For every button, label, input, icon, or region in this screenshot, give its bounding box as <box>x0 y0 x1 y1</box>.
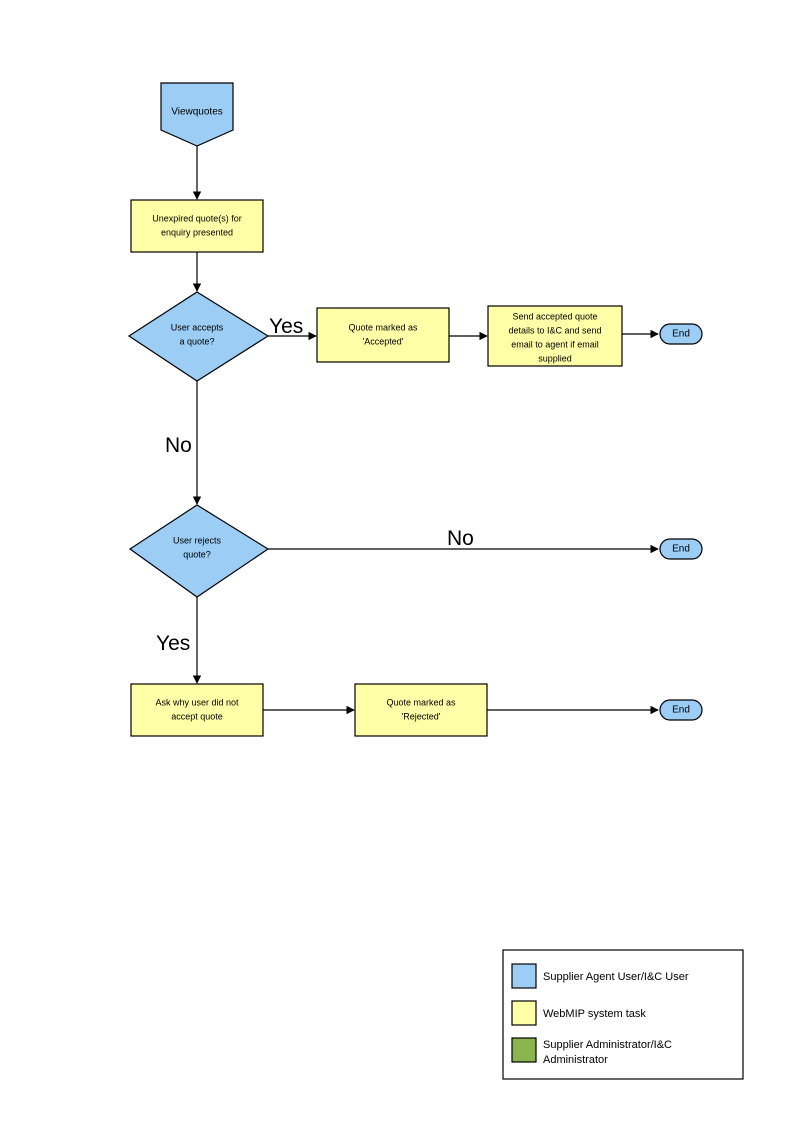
send-accepted-details-rect <box>487 305 623 367</box>
quote-marked-rejected-label-line1: Quote marked as <box>386 697 456 707</box>
branch-labels: Yes No No Yes <box>156 315 474 655</box>
user-rejects-diamond-shape <box>128 504 270 598</box>
node-user-rejects-decision[interactable]: User rejects quote? <box>128 504 270 598</box>
ask-why-not-accepted-rect <box>130 683 264 737</box>
node-user-accepts-decision[interactable]: User accepts a quote? <box>127 291 270 382</box>
node-ask-why-not-accepted[interactable]: Ask why user did not accept quote <box>130 683 264 737</box>
start-label: Viewquotes <box>171 107 223 118</box>
node-start[interactable]: Viewquotes <box>160 82 234 147</box>
node-end-no-reject[interactable]: End <box>659 538 703 560</box>
quote-marked-accepted-label-line2: 'Accepted' <box>363 336 404 346</box>
legend-swatch-admin-green <box>511 1037 537 1063</box>
legend: Supplier Agent User/I&C User WebMIP syst… <box>502 949 744 1080</box>
user-accepts-diamond-shape <box>127 291 270 382</box>
unexpired-quotes-label-line1: Unexpired quote(s) for <box>152 213 242 223</box>
quote-marked-accepted-rect <box>316 307 450 363</box>
unexpired-quotes-rect <box>130 199 264 253</box>
user-rejects-label-line1: User rejects <box>173 535 222 545</box>
user-rejects-label-line2: quote? <box>183 549 211 559</box>
start-pentagon-shape <box>160 82 234 147</box>
end-rejected-label: End <box>672 705 690 716</box>
end-accepted-terminator-shape <box>659 323 703 345</box>
branch-label-accepts-no: No <box>165 434 192 457</box>
legend-swatch-system-yellow <box>511 1000 537 1026</box>
ask-why-not-accepted-label-line2: accept quote <box>171 711 223 721</box>
end-no-reject-terminator-shape <box>659 538 703 560</box>
user-accepts-label-line2: a quote? <box>179 336 214 346</box>
branch-label-accepts-yes: Yes <box>269 315 303 338</box>
branch-label-rejects-yes: Yes <box>156 632 190 655</box>
node-end-rejected[interactable]: End <box>659 699 703 721</box>
send-accepted-details-label-line3: email to agent if email <box>511 339 599 349</box>
send-accepted-details-label-line2: details to I&C and send <box>508 325 601 335</box>
end-rejected-terminator-shape <box>659 699 703 721</box>
node-quote-marked-rejected[interactable]: Quote marked as 'Rejected' <box>354 683 488 737</box>
quote-marked-rejected-label-line2: 'Rejected' <box>402 711 441 721</box>
legend-item-supplier-agent-user: Supplier Agent User/I&C User <box>511 963 689 989</box>
unexpired-quotes-label-line2: enquiry presented <box>161 227 233 237</box>
legend-label-supplier-administrator-line2: Administrator <box>543 1054 608 1066</box>
quote-marked-accepted-label-line1: Quote marked as <box>348 322 418 332</box>
legend-label-supplier-administrator-line1: Supplier Administrator/I&C <box>543 1039 672 1051</box>
send-accepted-details-label-line4: supplied <box>538 353 572 363</box>
connectors <box>192 145 659 715</box>
node-end-accepted[interactable]: End <box>659 323 703 345</box>
node-unexpired-quotes[interactable]: Unexpired quote(s) for enquiry presented <box>130 199 264 253</box>
legend-item-supplier-administrator: Supplier Administrator/I&C Administrator <box>511 1037 672 1066</box>
node-quote-marked-accepted[interactable]: Quote marked as 'Accepted' <box>316 307 450 363</box>
node-send-accepted-details[interactable]: Send accepted quote details to I&C and s… <box>487 305 623 367</box>
legend-container <box>502 949 744 1080</box>
send-accepted-details-label-line1: Send accepted quote <box>512 311 597 321</box>
end-no-reject-label: End <box>672 544 690 555</box>
user-accepts-label-line1: User accepts <box>171 322 224 332</box>
ask-why-not-accepted-label-line1: Ask why user did not <box>155 697 239 707</box>
legend-swatch-actor-blue <box>511 963 537 989</box>
end-accepted-label: End <box>672 329 690 340</box>
legend-item-webmip-system-task: WebMIP system task <box>511 1000 646 1026</box>
legend-label-webmip-system-task: WebMIP system task <box>543 1008 646 1020</box>
legend-label-supplier-agent-user: Supplier Agent User/I&C User <box>543 971 689 983</box>
branch-label-rejects-no: No <box>447 527 474 550</box>
quote-marked-rejected-rect <box>354 683 488 737</box>
